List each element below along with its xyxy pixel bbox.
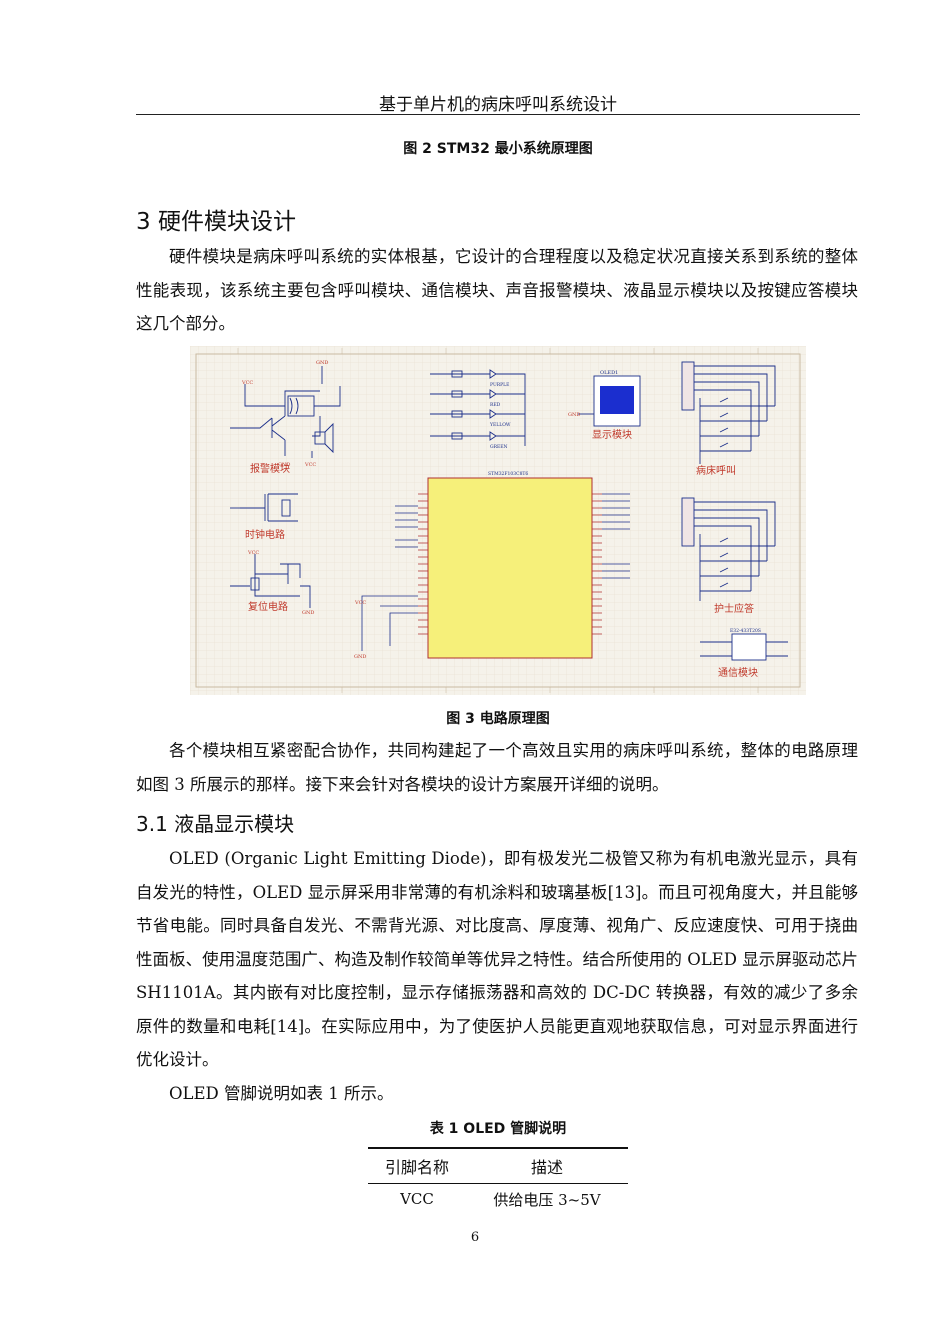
- bed-call-label: 病床呼叫: [696, 464, 736, 477]
- table-header-pin-name: 引脚名称: [368, 1147, 466, 1184]
- section31-text1: OLED (Organic Light Emitting Diode)，即有极发…: [136, 849, 858, 1069]
- nurse-response-label: 护士应答: [714, 602, 754, 615]
- oled-gnd-label: GND: [568, 412, 580, 418]
- mcu-connection-wires: [361, 493, 630, 651]
- alarm-vcc-label: VCC: [241, 380, 253, 386]
- section3-heading: 3 硬件模块设计: [136, 209, 296, 235]
- section31-paragraph1: OLED (Organic Light Emitting Diode)，即有极发…: [136, 842, 858, 1077]
- mcu-right-pins: [592, 493, 602, 635]
- alarm-module-label: 报警模块: [250, 462, 290, 475]
- table1-caption: 表 1 OLED 管脚说明: [429, 1121, 567, 1137]
- lora-module-outline: [731, 633, 767, 661]
- alarm-circuit: [230, 384, 341, 458]
- mcu-gnd-label: GND: [354, 654, 366, 660]
- led-circuit: [430, 369, 526, 446]
- display-module-label: 显示模块: [592, 429, 632, 441]
- reset-gnd-label: GND: [302, 610, 314, 616]
- section3-text: 硬件模块是病床呼叫系统的实体根基，它设计的合理程度以及稳定状况直接关系到系统的整…: [136, 247, 858, 333]
- section3-paragraph: 硬件模块是病床呼叫系统的实体根基，它设计的合理程度以及稳定状况直接关系到系统的整…: [136, 240, 858, 341]
- reset-circuit: [230, 554, 311, 608]
- mcu-chip-label: STM32F103C8T6: [488, 471, 528, 477]
- alarm-vcc2-label: VCC: [304, 462, 316, 468]
- clock-circuit: [230, 493, 298, 522]
- body2-paragraph: 各个模块相互紧密配合协作，共同构建起了一个高效且实用的病床呼叫系统，整体的电路原…: [136, 734, 858, 801]
- oled-part-label: OLED1: [600, 370, 618, 376]
- schematic-border: [195, 353, 801, 688]
- led-red-label: RED: [490, 402, 501, 408]
- body2-text: 各个模块相互紧密配合协作，共同构建起了一个高效且实用的病床呼叫系统，整体的电路原…: [136, 741, 858, 794]
- page-number: 6: [470, 1230, 480, 1245]
- figure2-caption: 图 2 STM32 最小系统原理图: [403, 141, 593, 157]
- alarm-gnd-label: GND: [278, 462, 290, 468]
- mcu-left-pins: [418, 493, 428, 635]
- led-purple-label: PURPLE: [490, 382, 509, 388]
- running-header: 基于单片机的病床呼叫系统设计: [379, 95, 617, 115]
- clock-circuit-label: 时钟电路: [245, 528, 285, 541]
- mcu-chip: [427, 477, 593, 659]
- table-cell-desc: 供给电压 3~5V: [493, 1190, 601, 1209]
- bed-call-circuit: [681, 361, 776, 464]
- reset-vcc-label: VCC: [247, 550, 259, 556]
- led-yellow-label: YELLOW: [489, 422, 511, 428]
- led-green-label: GREEN: [490, 444, 508, 450]
- table-cell-pin: VCC: [400, 1190, 434, 1208]
- table-header-description: 描述: [465, 1147, 628, 1184]
- lora-part-label: E32-433T20S: [730, 628, 761, 634]
- mcu-vcc-label: VCC: [354, 600, 366, 606]
- figure3-caption: 图 3 电路原理图: [446, 711, 550, 727]
- table-header-row: 引脚名称 描述: [368, 1147, 628, 1184]
- circuit-schematic: VCC GND VCC GND 报警模块 时钟电路 VCC GND 复位电路 P…: [190, 346, 806, 695]
- table-row: VCC 供给电压 3~5V: [368, 1184, 628, 1215]
- section31-heading: 3.1 液晶显示模块: [136, 812, 295, 836]
- grid-ticks: [237, 348, 759, 693]
- nurse-response-circuit: [681, 497, 776, 601]
- section31-text2: OLED 管脚说明如表 1 所示。: [169, 1084, 394, 1103]
- section31-paragraph2: OLED 管脚说明如表 1 所示。: [136, 1077, 858, 1111]
- alarm-gnd2-label: GND: [316, 360, 328, 366]
- oled-screen: [600, 386, 634, 414]
- header-rule: [136, 114, 860, 115]
- reset-circuit-label: 复位电路: [248, 600, 288, 613]
- oled-pin-table: 引脚名称 描述 VCC 供给电压 3~5V: [368, 1147, 628, 1214]
- comm-module-label: 通信模块: [718, 667, 758, 679]
